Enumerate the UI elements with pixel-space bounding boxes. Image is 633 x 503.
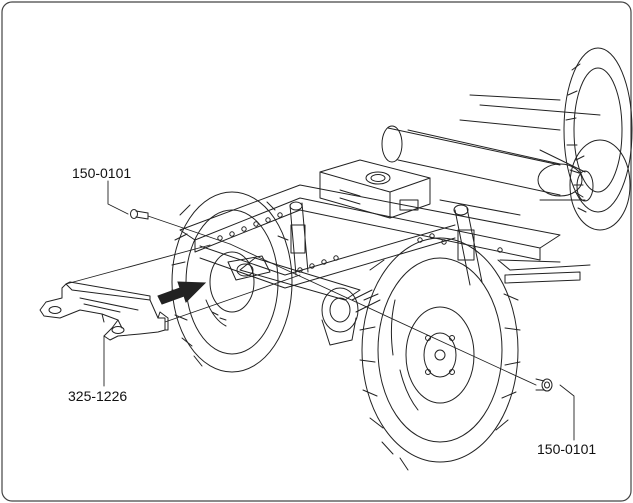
air-tank-right xyxy=(539,149,594,202)
callout-screw-top: 150-0101 xyxy=(72,165,132,181)
callout-screw-bottom: 150-0101 xyxy=(537,441,597,457)
fuel-tank-top xyxy=(381,125,583,197)
shock-left xyxy=(289,201,309,276)
screw-bottom xyxy=(535,378,553,392)
rear-wheel-near xyxy=(569,139,631,231)
bumper-mount-part xyxy=(39,281,169,341)
callout-mount-part: 325-1226 xyxy=(68,388,128,404)
front-wheel-right xyxy=(359,237,521,471)
steering-servo xyxy=(227,255,271,281)
rear-wheel-far xyxy=(563,47,633,213)
guide-lines xyxy=(65,180,575,441)
screw-top xyxy=(130,209,149,220)
front-axle xyxy=(239,257,381,346)
insertion-arrow xyxy=(157,281,207,305)
shock-right xyxy=(453,204,483,286)
battery-box xyxy=(319,159,431,219)
